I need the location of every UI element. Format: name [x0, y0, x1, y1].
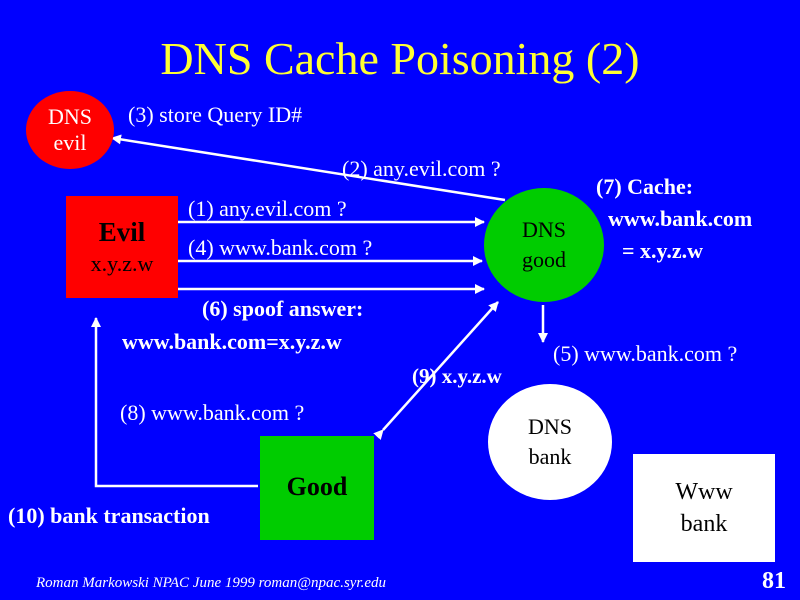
- evil-name: Evil: [98, 217, 146, 247]
- good-node: Good: [260, 436, 374, 540]
- slide-title: DNS Cache Poisoning (2): [160, 33, 640, 84]
- dns-bank-line2: bank: [528, 444, 572, 469]
- slide-number: 81: [762, 568, 786, 594]
- label-step4: (4) www.bank.com ?: [188, 235, 373, 260]
- label-step7-line1: (7) Cache:: [596, 174, 694, 199]
- good-name: Good: [286, 472, 348, 501]
- label-step6-line2: www.bank.com=x.y.z.w: [122, 329, 342, 354]
- arrow-step8-9: [373, 301, 499, 441]
- label-step7-line3: = x.y.z.w: [622, 238, 703, 263]
- dns-bank-line1: DNS: [527, 414, 572, 439]
- evil-node: Evil x.y.z.w: [66, 196, 178, 298]
- www-bank-line2: bank: [680, 511, 728, 537]
- label-step10: (10) bank transaction: [8, 503, 210, 528]
- www-bank-node: Www bank: [633, 454, 775, 562]
- dns-good-line2: good: [522, 247, 566, 272]
- label-step3: (3) store Query ID#: [128, 102, 303, 127]
- label-step1: (1) any.evil.com ?: [188, 196, 347, 221]
- evil-ip: x.y.z.w: [90, 251, 154, 276]
- dns-good-node: DNS good: [484, 188, 604, 302]
- dns-evil-line2: evil: [53, 130, 87, 155]
- label-step9: (9) x.y.z.w: [412, 364, 502, 388]
- label-step8: (8) www.bank.com ?: [120, 400, 305, 425]
- dns-bank-node: DNS bank: [488, 384, 612, 500]
- label-step7-line2: www.bank.com: [608, 206, 753, 231]
- label-step6-line1: (6) spoof answer:: [202, 296, 364, 321]
- www-bank-line1: Www: [675, 479, 733, 505]
- label-step5: (5) www.bank.com ?: [553, 341, 738, 366]
- dns-evil-line1: DNS: [47, 104, 92, 129]
- dns-good-line1: DNS: [521, 217, 566, 242]
- arrow-step3: [111, 134, 506, 202]
- arrow-step10: [91, 317, 258, 488]
- label-step2: (2) any.evil.com ?: [342, 156, 501, 181]
- dns-evil-node: DNS evil: [26, 91, 114, 169]
- footer-credit: Roman Markowski NPAC June 1999 roman@npa…: [36, 575, 387, 591]
